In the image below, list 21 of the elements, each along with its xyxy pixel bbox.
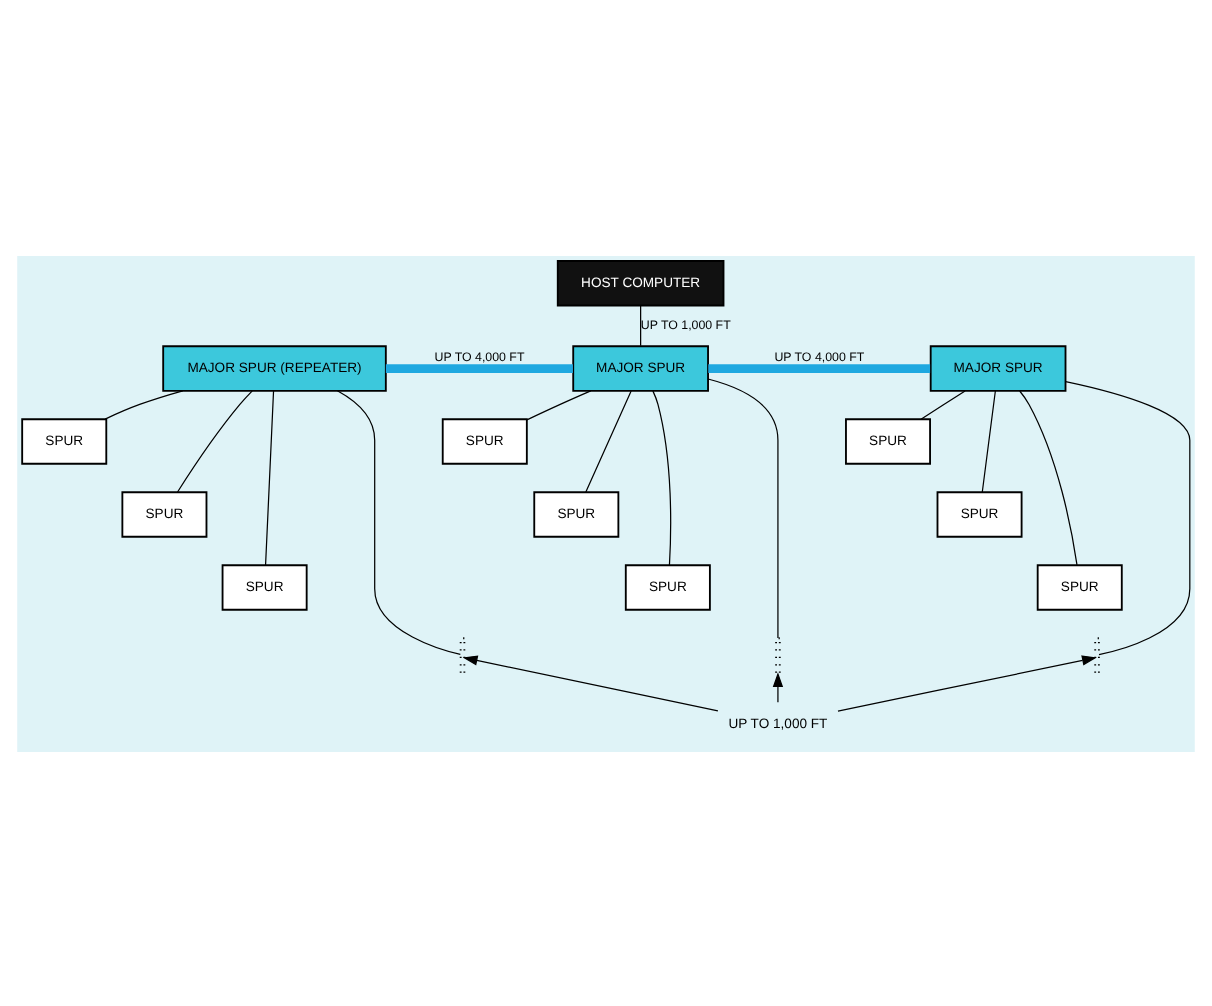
connector [1065, 379, 1191, 655]
connector [585, 389, 632, 492]
arrow [837, 654, 1097, 711]
connector [640, 304, 642, 346]
connector [1019, 389, 1078, 565]
node-bar [459, 636, 466, 674]
connector [385, 363, 573, 372]
connector [708, 363, 931, 372]
connector [981, 389, 996, 492]
connector [104, 389, 184, 419]
connector [707, 377, 779, 638]
node-bar [1094, 636, 1100, 674]
connector [526, 389, 592, 420]
arrow [772, 671, 784, 702]
connector [264, 389, 275, 565]
connector [176, 389, 253, 492]
arrow [462, 654, 719, 711]
connector [652, 389, 672, 565]
connector [336, 389, 461, 655]
connector [920, 389, 966, 419]
node-bar [775, 636, 781, 674]
